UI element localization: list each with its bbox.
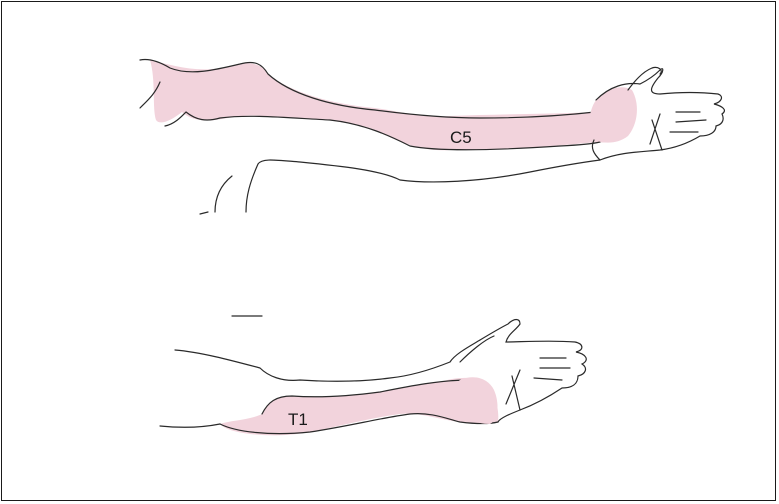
upper-torso-dash [200,212,208,214]
c5-dermatome-region [150,60,634,150]
upper-arm: C5 [140,59,724,214]
c5-label: C5 [450,128,472,147]
upper-torso-line [215,176,232,212]
c5-hand-region [590,87,637,142]
upper-thumb-outline [628,67,661,90]
t1-label: T1 [288,410,308,429]
upper-finger-lines [650,112,706,150]
upper-torso-line-2 [246,160,600,212]
lower-arm: T1 [160,316,586,435]
lower-arm-top-outline [175,340,480,381]
